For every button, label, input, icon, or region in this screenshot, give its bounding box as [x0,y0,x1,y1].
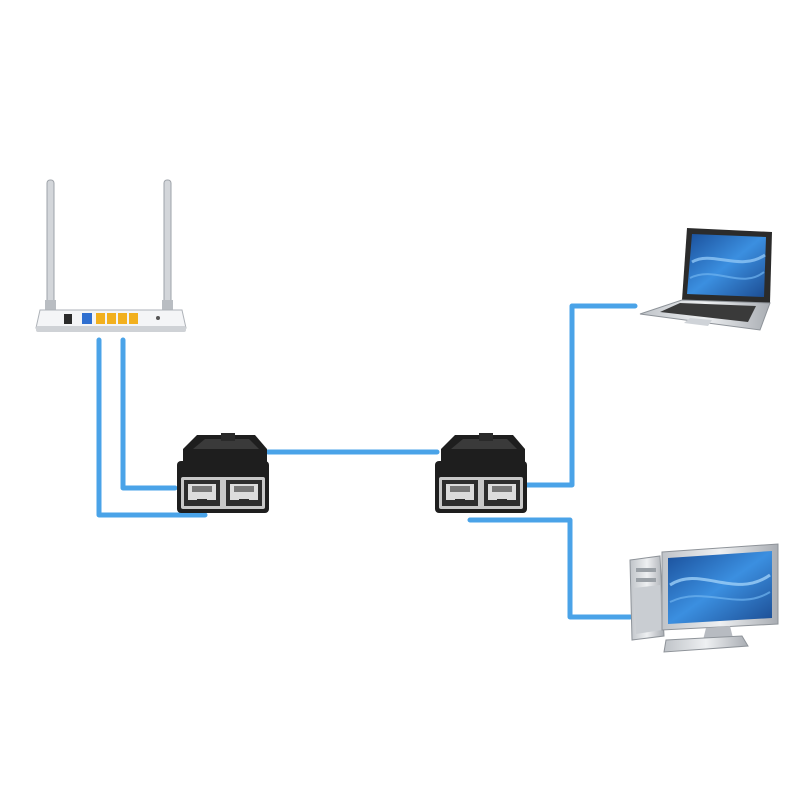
rj45-splitter-right-icon [435,433,527,513]
cable-router-to-left-splitter-port-1 [120,337,178,491]
cables [96,303,638,620]
desktop-computer-icon [629,543,779,653]
cable-right-splitter-to-desktop [467,517,633,620]
router-icon [35,179,187,332]
rj45-splitter-left-icon [177,433,269,513]
laptop-icon [639,228,772,331]
cable-router-to-left-splitter-port-2 [96,337,208,518]
cable-right-splitter-to-laptop [524,303,638,488]
